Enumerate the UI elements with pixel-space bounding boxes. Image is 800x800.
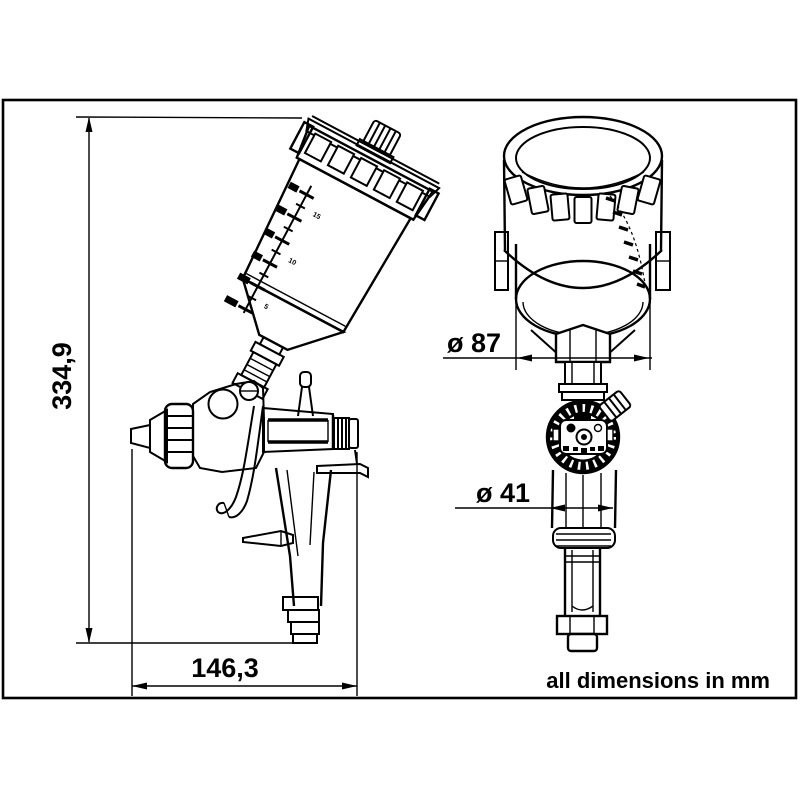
front-air-cap (545, 399, 621, 475)
dimension-overall-height: 334,9 (47, 116, 303, 644)
fluid-adjust-knob (331, 415, 350, 450)
cup-lid-ring (288, 115, 441, 222)
front-handle-tube (563, 548, 602, 616)
flow-lever (242, 529, 294, 548)
lid-ring-notches (503, 174, 662, 224)
air-cap-ring (163, 402, 195, 470)
cup-spout (558, 361, 608, 401)
cup-cone (240, 276, 347, 352)
overall-height-label: 334,9 (47, 342, 77, 410)
cup-graduation-scale: 15 10 5 (223, 181, 322, 315)
front-view (494, 115, 671, 653)
grip-diameter-label: ø 41 (476, 478, 530, 508)
air-inlet-fitting (282, 596, 320, 644)
side-view-gun (130, 371, 369, 644)
arrowhead-down (85, 628, 93, 643)
front-view-cup (494, 115, 671, 401)
cup-diameter-label: ø 87 (447, 328, 501, 358)
front-air-inlet (555, 614, 609, 653)
air-adjust-knob (348, 418, 359, 449)
overall-length-label: 146,3 (191, 653, 259, 683)
arrowhead-left (550, 504, 565, 512)
drawing-frame-border (1, 98, 798, 700)
fan-control-rod (297, 371, 314, 417)
side-view-cup: 15 10 5 (223, 115, 441, 401)
arrowhead-left (132, 682, 147, 690)
arrowhead-right (598, 504, 613, 512)
cup-scale-label-10: 10 (287, 257, 297, 267)
arrowhead-left (517, 354, 532, 362)
gun-handle (274, 467, 333, 607)
trigger (215, 405, 264, 519)
arrowhead-right (342, 682, 357, 690)
cup-scale-label-5: 5 (263, 303, 270, 311)
fluid-tip (130, 423, 151, 450)
rear-hook (316, 449, 369, 479)
dimensions-note: all dimensions in mm (546, 668, 770, 693)
dimension-cup-diameter: ø 87 (443, 300, 652, 370)
swivel-ball (207, 388, 239, 420)
lid-ring-rim (502, 115, 664, 197)
arrowhead-up (85, 117, 93, 132)
dimension-grip-diameter: ø 41 (455, 478, 613, 512)
front-cup-scale (605, 195, 647, 291)
dimension-overall-length: 146,3 (131, 449, 358, 696)
cup-scale-label-15: 15 (311, 211, 321, 221)
cup-spout-nut (554, 323, 612, 364)
front-view-gun (545, 390, 632, 653)
front-side-knob (598, 390, 632, 422)
side-view: 15 10 5 (130, 115, 441, 644)
nozzle-cone (149, 408, 168, 464)
lid-ring-tabs (494, 231, 671, 291)
cup-lid-cap (355, 119, 402, 165)
lid-ring-inner (515, 126, 651, 190)
front-grip (550, 469, 618, 549)
arrowhead-right (634, 354, 649, 362)
